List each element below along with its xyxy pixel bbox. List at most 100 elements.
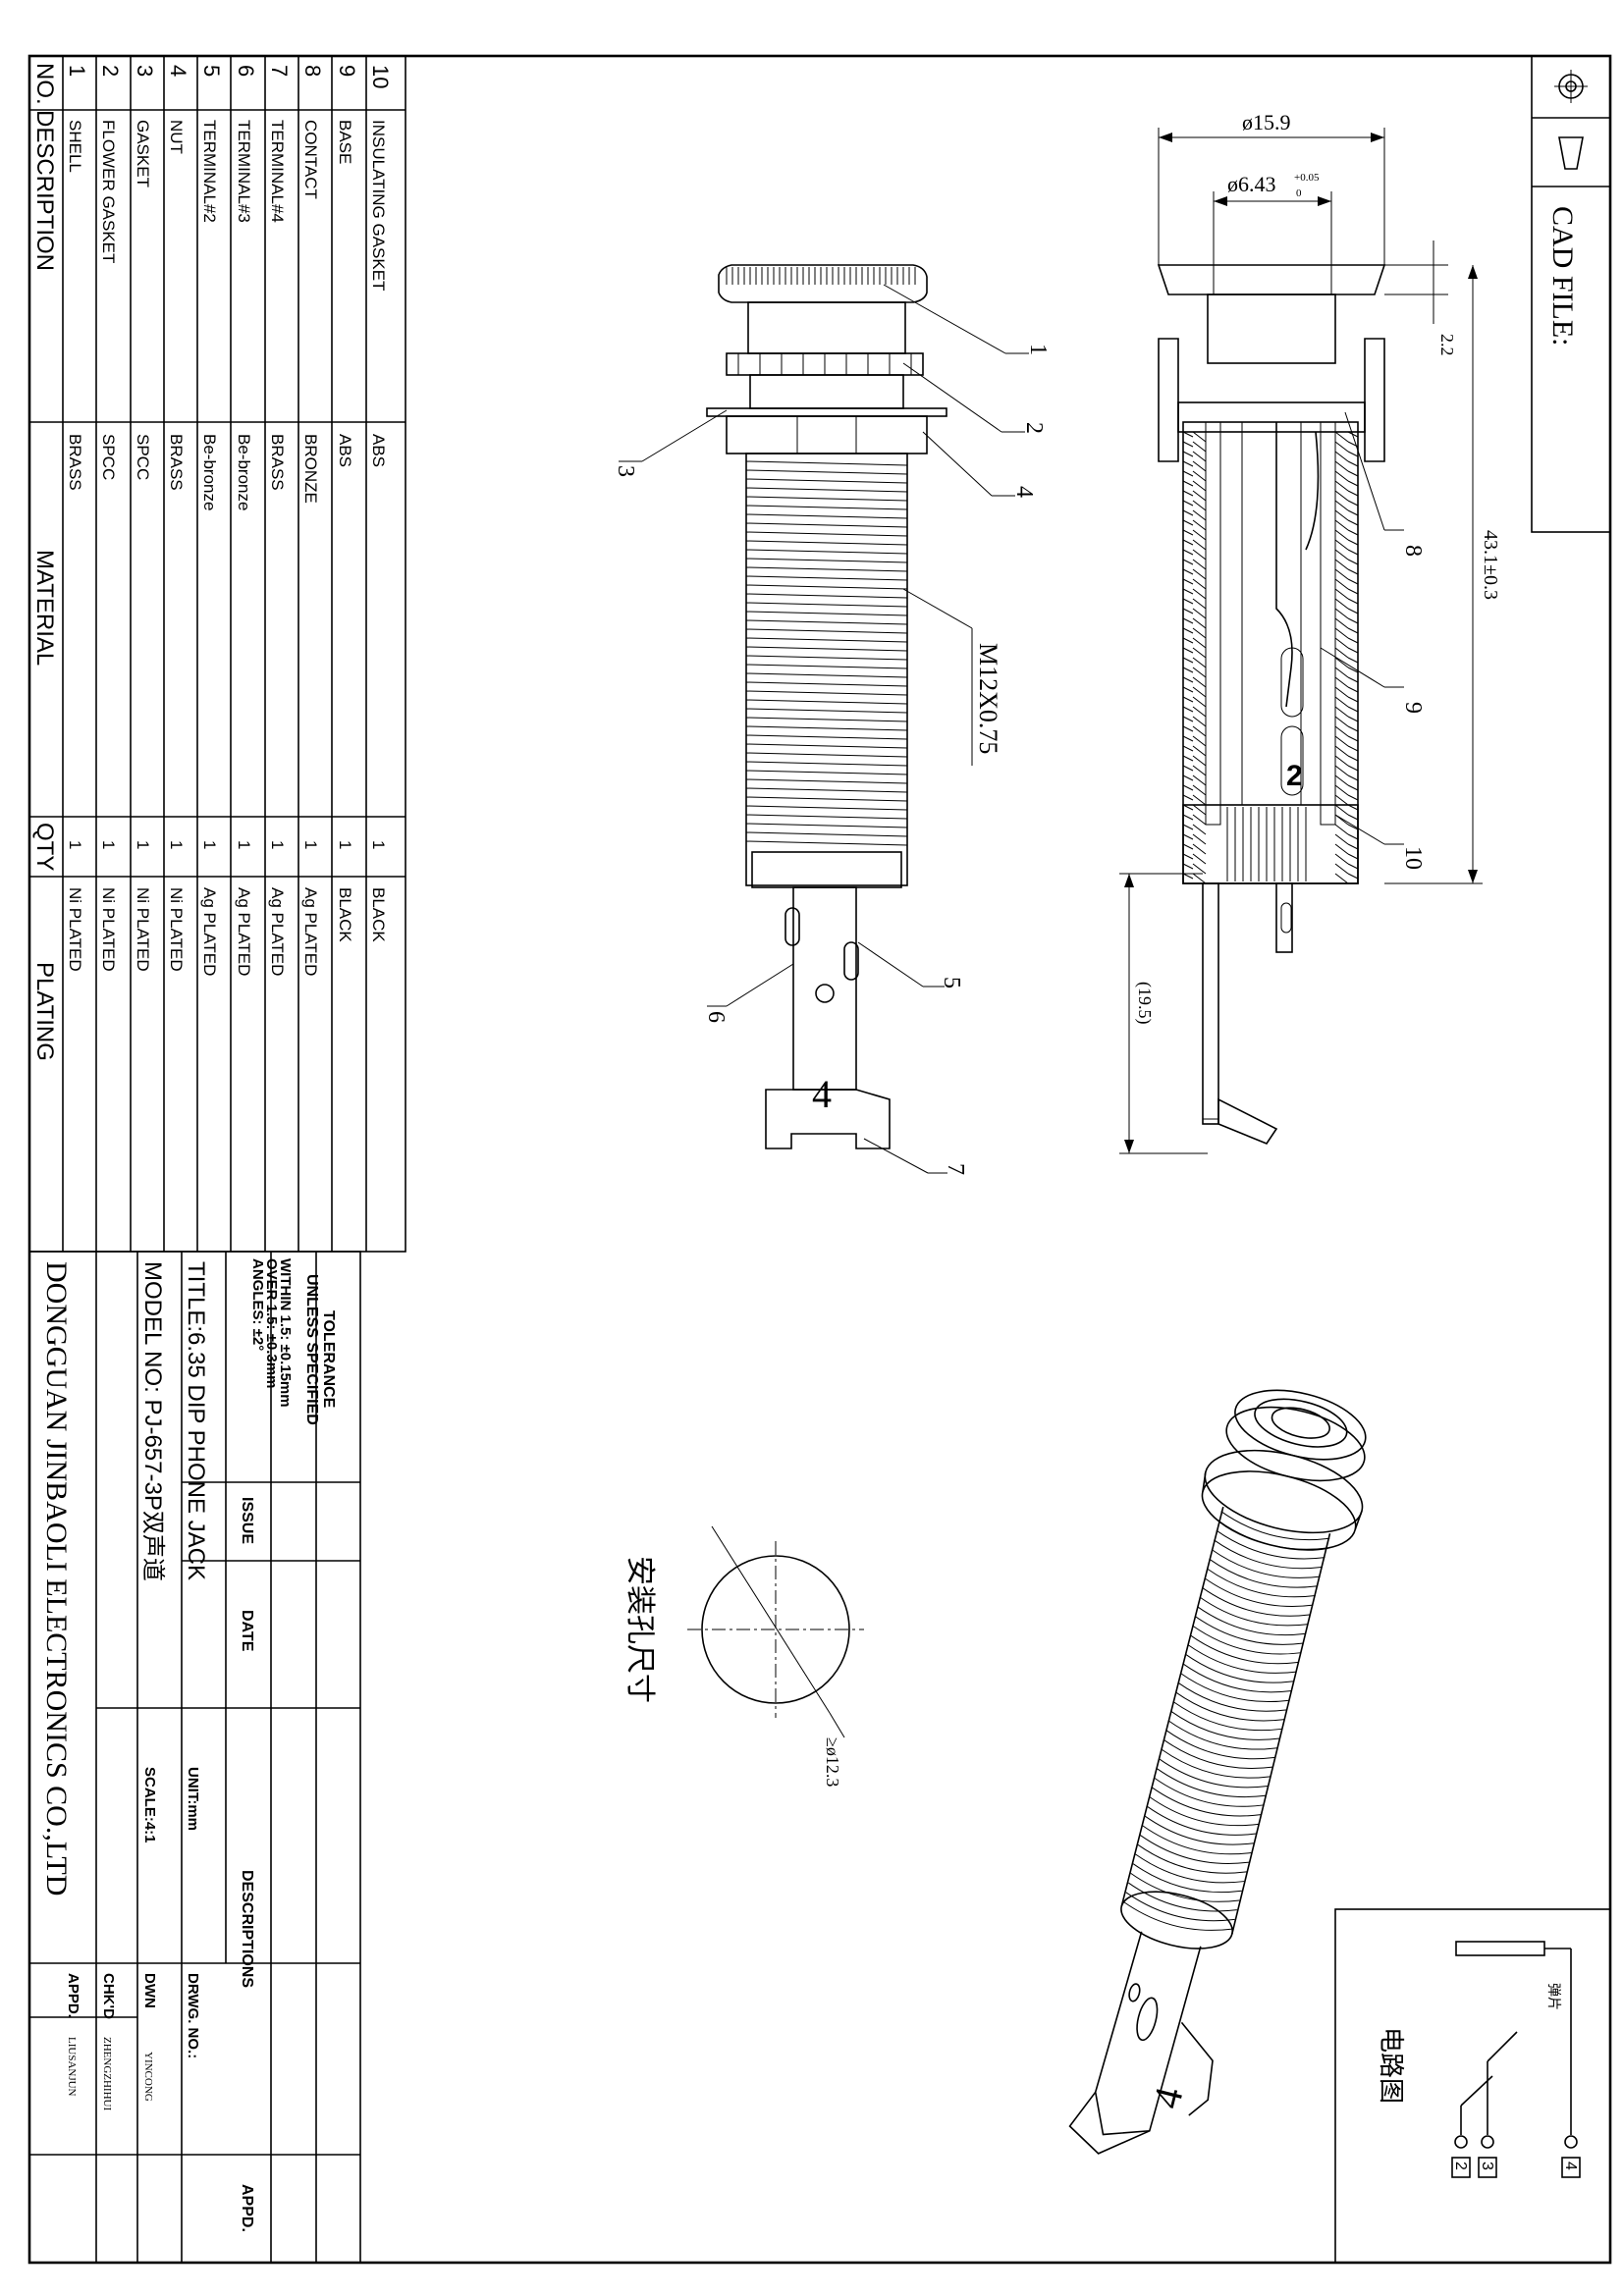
bom-no: 5: [199, 65, 224, 77]
cad-file-box: [1531, 55, 1611, 533]
bom-no: 9: [335, 65, 359, 77]
date-label: DATE: [239, 1610, 255, 1652]
tolerance-within: WITHIN 1.5: ±0.15mm: [277, 1258, 294, 1408]
bom-no: 7: [267, 65, 292, 77]
bom-description: TERMINAL#3: [235, 120, 253, 223]
circuit-box: [1334, 1908, 1611, 2264]
bom-no: 4: [166, 65, 190, 77]
bom-qty: 1: [200, 840, 219, 849]
iso-terminal-label: 4: [1144, 2083, 1192, 2112]
dwn-name: YINCONG: [142, 2052, 154, 2102]
callout-2: 2: [1021, 422, 1047, 434]
appd-name: LIUSANJUN: [66, 2037, 78, 2097]
callout-6: 6: [703, 1011, 729, 1023]
bom-description: CONTACT: [301, 120, 320, 199]
dimension-text: ø15.9ø6.43+0.0502.243.1±0.3(19.5)M12X0.7…: [974, 110, 1501, 1025]
bom-no: 10: [368, 65, 393, 88]
drawing-title: TITLE:6.35 DIP PHONE JACK: [183, 1261, 209, 1580]
bom-material: ABS: [336, 434, 354, 467]
bom-plating: BLACK: [336, 887, 354, 942]
bom-description: INSULATING GASKET: [369, 120, 388, 291]
bom-material: BRASS: [167, 434, 186, 491]
drawing-number-label: DRWG. NO.:: [185, 1973, 201, 2058]
bom-description: FLOWER GASKET: [99, 120, 118, 263]
callout-9: 9: [1400, 702, 1426, 714]
scale-label: SCALE:4:1: [141, 1767, 158, 1843]
pin-3-terminal: [1481, 2135, 1494, 2149]
bom-header-plating: PLATING: [31, 962, 58, 1061]
bom-no: 6: [234, 65, 258, 77]
bom-no: 8: [300, 65, 325, 77]
bom-table: [28, 55, 406, 1253]
dim-length: 43.1±0.3: [1480, 530, 1501, 600]
tolerance-heading: TOLERANCE: [320, 1310, 337, 1409]
issue-label: ISSUE: [239, 1497, 255, 1544]
circuit-text: 电路图 弹片 4 3 2: [1377, 1983, 1579, 2170]
projection-cone-icon: [1558, 136, 1584, 170]
bom-material: BRASS: [268, 434, 287, 491]
tolerance-over: OVER 1.5: ±0.3mm: [263, 1258, 280, 1388]
bom-plating: Ni PLATED: [66, 887, 84, 972]
section-terminal-label: 2: [1286, 760, 1303, 792]
sheet-border: [27, 54, 1612, 2265]
circuit-caption: 电路图: [1377, 2027, 1406, 2104]
bom-qty: 1: [66, 840, 84, 849]
bom-plating: Ni PLATED: [134, 887, 152, 972]
bom-qty: 1: [369, 840, 388, 849]
bom-description: TERMINAL#2: [200, 120, 219, 223]
cad-file-label: CAD FILE:: [1546, 206, 1579, 347]
callout-10: 10: [1400, 846, 1426, 870]
bom-material: ABS: [369, 434, 388, 467]
company-name: DONGGUAN JINBAOLI ELECTRONICS CO.,LTD: [40, 1261, 73, 1896]
section-view: [1157, 264, 1386, 1145]
bom-header-no: NO.: [31, 63, 58, 105]
bom-qty: 1: [268, 840, 287, 849]
bom-material: Be-bronze: [235, 434, 253, 510]
bom-material: BRONZE: [301, 434, 320, 504]
dim-inner-tol-lower: 0: [1296, 187, 1302, 199]
appd-column-label: APPD.: [239, 2184, 255, 2232]
chkd-label: CHK'D: [100, 1973, 117, 2019]
bom-material: Be-bronze: [200, 434, 219, 510]
hole-caption: 安装孔尺寸: [623, 1556, 656, 1703]
callout-8: 8: [1400, 545, 1426, 557]
side-view-callouts: [619, 284, 1029, 1174]
unit-label: UNIT:mm: [185, 1767, 201, 1831]
pin-label: 4: [1562, 2162, 1579, 2170]
bom-header-description: DESCRIPTION: [31, 110, 58, 271]
bom-description: BASE: [336, 120, 354, 164]
pin-label: 2: [1452, 2162, 1469, 2170]
callout-7: 7: [943, 1163, 968, 1175]
pin-4-terminal: [1564, 2135, 1578, 2149]
bom-header-qty: QTY: [31, 823, 58, 871]
dim-inner-diameter: ø6.43: [1227, 172, 1276, 196]
bom-plating: Ni PLATED: [99, 887, 118, 972]
hole-text: 安装孔尺寸≥ø12.3: [623, 1556, 842, 1787]
bom-qty: 1: [301, 840, 320, 849]
tolerance-angles: ANGLES: ±2°: [249, 1258, 266, 1351]
bom-no: 3: [133, 65, 157, 77]
bom-material: SPCC: [134, 434, 152, 480]
isometric-view: [1068, 1389, 1367, 2155]
bom-description: SHELL: [66, 120, 84, 173]
bom-qty: 1: [134, 840, 152, 849]
side-view: [706, 264, 947, 1149]
pin-label: 3: [1479, 2162, 1495, 2170]
callout-1: 1: [1025, 344, 1051, 355]
callout-5: 5: [939, 977, 964, 988]
spring-label: 弹片: [1546, 1983, 1562, 2010]
dim-inner-tol-upper: +0.05: [1294, 172, 1320, 184]
bom-qty: 1: [167, 840, 186, 849]
bom-header-material: MATERIAL: [31, 550, 58, 666]
bom-plating: Ag PLATED: [301, 887, 320, 976]
chkd-name: ZHENGZHIHUI: [101, 2037, 113, 2110]
dim-flange: 2.2: [1437, 334, 1457, 356]
bom-qty: 1: [235, 840, 253, 849]
bom-plating: BLACK: [369, 887, 388, 942]
bom-description: TERMINAL#4: [268, 120, 287, 223]
bom-no: 2: [98, 65, 123, 77]
